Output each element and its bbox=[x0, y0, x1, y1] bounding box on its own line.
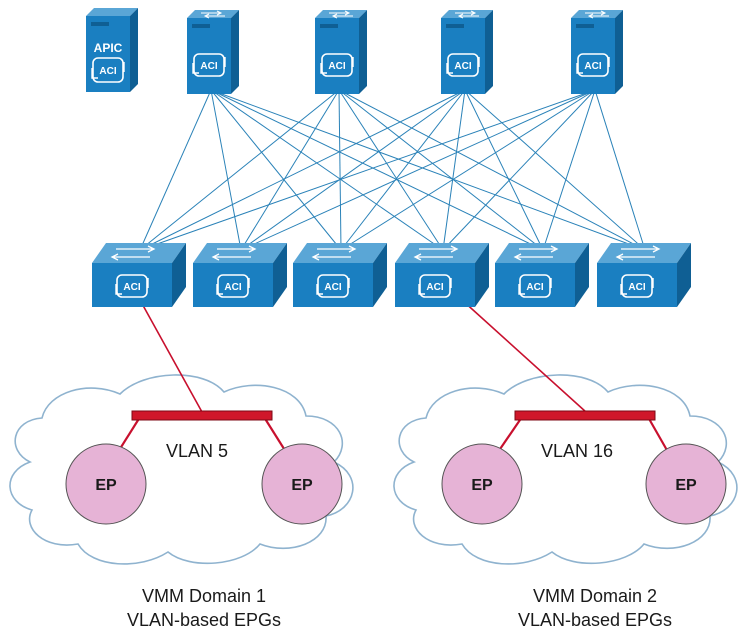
spine-leaf-link bbox=[240, 89, 340, 251]
spine-leaf-link bbox=[210, 89, 342, 251]
aci-badge-icon: ACI bbox=[320, 53, 354, 77]
spine-leaf-link bbox=[210, 89, 242, 251]
aci-badge-text: ACI bbox=[123, 282, 140, 293]
vlan-16-bar bbox=[514, 410, 656, 421]
caption-domain-name: VMM Domain 2 bbox=[532, 586, 658, 606]
spine-leaf-link bbox=[338, 89, 444, 251]
leaf4-to-vlan16-link bbox=[461, 299, 587, 413]
vlan-5-bar bbox=[131, 410, 273, 421]
spine-leaf-link bbox=[210, 89, 544, 251]
aci-badge-icon: ACI bbox=[518, 274, 552, 298]
endpoint-label: EP bbox=[95, 477, 117, 494]
leaf-switch: ACI bbox=[495, 243, 589, 307]
leaf-switch: ACI bbox=[395, 243, 489, 307]
aci-badge-text: ACI bbox=[200, 61, 217, 72]
leaf-switch: ACI bbox=[293, 243, 387, 307]
leaf-switch: ACI bbox=[193, 243, 287, 307]
spine-leaf-link bbox=[594, 89, 646, 251]
spine-leaf-link bbox=[464, 89, 544, 251]
apic-label: APIC bbox=[94, 41, 123, 55]
aci-badge-icon: ACI bbox=[418, 274, 452, 298]
spine-leaf-link bbox=[338, 89, 342, 251]
spine-leaf-link bbox=[442, 89, 466, 251]
endpoint-domain1-left: EP bbox=[65, 443, 147, 525]
aci-badge-icon: ACI bbox=[446, 53, 480, 77]
vlan-5-label: VLAN 5 bbox=[166, 441, 228, 461]
caption-epg-type: VLAN-based EPGs bbox=[517, 610, 673, 630]
leaf1-to-vlan5-link bbox=[139, 299, 203, 413]
endpoint-domain2-left: EP bbox=[441, 443, 523, 525]
fabric-links bbox=[139, 89, 646, 251]
spine-switches: ACI ACI ACI ACI bbox=[187, 10, 623, 94]
endpoint-label: EP bbox=[471, 477, 493, 494]
spine-leaf-link bbox=[139, 89, 212, 251]
aci-badge-icon: ACI bbox=[576, 53, 610, 77]
spine-leaf-link bbox=[240, 89, 466, 251]
caption-epg-type: VLAN-based EPGs bbox=[126, 610, 282, 630]
aci-badge-text: ACI bbox=[324, 282, 341, 293]
aci-badge-text: ACI bbox=[99, 66, 116, 77]
spine-switch: ACI bbox=[441, 10, 493, 94]
spine-leaf-link bbox=[340, 89, 466, 251]
spine-leaf-link bbox=[464, 89, 646, 251]
spine-switch: ACI bbox=[315, 10, 367, 94]
aci-badge-text: ACI bbox=[628, 282, 645, 293]
aci-badge-text: ACI bbox=[584, 61, 601, 72]
spine-leaf-link bbox=[240, 89, 596, 251]
endpoint-domain2-right: EP bbox=[645, 443, 727, 525]
aci-badge-text: ACI bbox=[426, 282, 443, 293]
vmm-domain-2-caption: VMM Domain 2 VLAN-based EPGs bbox=[465, 584, 725, 632]
endpoint-domain1-right: EP bbox=[261, 443, 343, 525]
leaf-switches: ACI ACI ACI ACI ACI ACI bbox=[92, 243, 691, 307]
spine-switch: ACI bbox=[571, 10, 623, 94]
vlan-16-label: VLAN 16 bbox=[541, 441, 613, 461]
spine-leaf-link bbox=[442, 89, 596, 251]
aci-badge-icon: ACI bbox=[91, 57, 125, 83]
aci-badge-icon: ACI bbox=[192, 53, 226, 77]
aci-badge-icon: ACI bbox=[620, 274, 654, 298]
caption-domain-name: VMM Domain 1 bbox=[141, 586, 267, 606]
aci-badge-icon: ACI bbox=[216, 274, 250, 298]
spine-leaf-link bbox=[338, 89, 646, 251]
apic-controller: APIC ACI bbox=[86, 8, 138, 92]
spine-leaf-link bbox=[139, 89, 596, 251]
aci-badge-text: ACI bbox=[328, 61, 345, 72]
leaf-switch: ACI bbox=[597, 243, 691, 307]
aci-badge-icon: ACI bbox=[316, 274, 350, 298]
vmm-domain-1-caption: VMM Domain 1 VLAN-based EPGs bbox=[74, 584, 334, 632]
spine-leaf-link bbox=[139, 89, 466, 251]
spine-leaf-link bbox=[338, 89, 544, 251]
aci-badge-text: ACI bbox=[526, 282, 543, 293]
endpoint-label: EP bbox=[291, 477, 313, 494]
endpoint-label: EP bbox=[675, 477, 697, 494]
aci-badge-text: ACI bbox=[224, 282, 241, 293]
aci-badge-icon: ACI bbox=[115, 274, 149, 298]
spine-switch: ACI bbox=[187, 10, 239, 94]
spine-leaf-link bbox=[210, 89, 646, 251]
vlan-5-segment bbox=[117, 410, 287, 453]
aci-badge-text: ACI bbox=[454, 61, 471, 72]
spine-leaf-link bbox=[139, 89, 340, 251]
leaf-switch: ACI bbox=[92, 243, 186, 307]
vlan-16-segment bbox=[497, 410, 669, 453]
spine-leaf-link bbox=[340, 89, 596, 251]
spine-leaf-link bbox=[210, 89, 444, 251]
spine-leaf-link bbox=[542, 89, 596, 251]
